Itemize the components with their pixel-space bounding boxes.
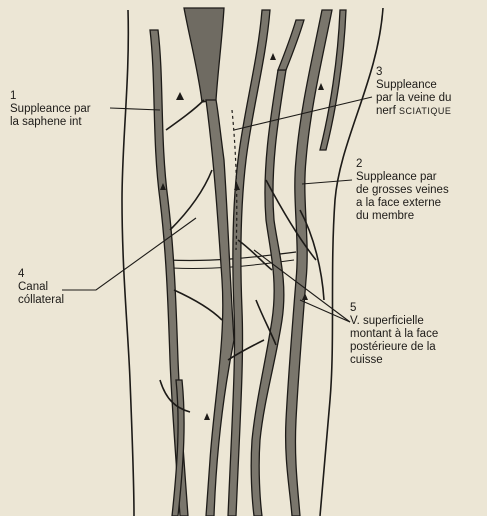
- leader-line-1: [110, 108, 160, 110]
- vein-network: [150, 8, 346, 516]
- label-4-line-2: cóllateral: [18, 294, 64, 307]
- label-2-line-2: de grosses veines: [356, 184, 449, 197]
- label-2-number: 2: [356, 158, 449, 171]
- label-5-number: 5: [350, 302, 438, 315]
- label-1-number: 1: [10, 90, 91, 103]
- label-4: 4 Canal cóllateral: [18, 268, 64, 307]
- label-5-line-4: cuisse: [350, 354, 438, 367]
- label-5-line-1: V. superficielle: [350, 315, 438, 328]
- label-3-number: 3: [376, 66, 451, 79]
- label-1-line-2: la saphene int: [10, 116, 91, 129]
- label-3: 3 Suppleance par la veine du nerf SCIATI…: [376, 66, 451, 118]
- label-3-line-3-text: nerf: [376, 105, 396, 117]
- label-3-small-caps: SCIATIQUE: [399, 106, 451, 116]
- label-5-line-3: postérieure de la: [350, 341, 438, 354]
- label-5: 5 V. superficielle montant à la face pos…: [350, 302, 438, 367]
- label-4-line-1: Canal: [18, 281, 64, 294]
- label-2-line-1: Suppleance par: [356, 171, 449, 184]
- label-2-line-4: du membre: [356, 210, 449, 223]
- label-1-line-1: Suppleance par: [10, 103, 91, 116]
- label-4-number: 4: [18, 268, 64, 281]
- label-5-line-2: montant à la face: [350, 328, 438, 341]
- label-3-line-3: nerf SCIATIQUE: [376, 105, 451, 118]
- label-1: 1 Suppleance par la saphene int: [10, 90, 91, 129]
- label-2-line-3: a la face externe: [356, 197, 449, 210]
- leader-line-2: [302, 180, 352, 184]
- label-3-line-1: Suppleance: [376, 79, 451, 92]
- leader-line-4: [62, 218, 196, 290]
- label-2: 2 Suppleance par de grosses veines a la …: [356, 158, 449, 223]
- label-3-line-2: par la veine du: [376, 92, 451, 105]
